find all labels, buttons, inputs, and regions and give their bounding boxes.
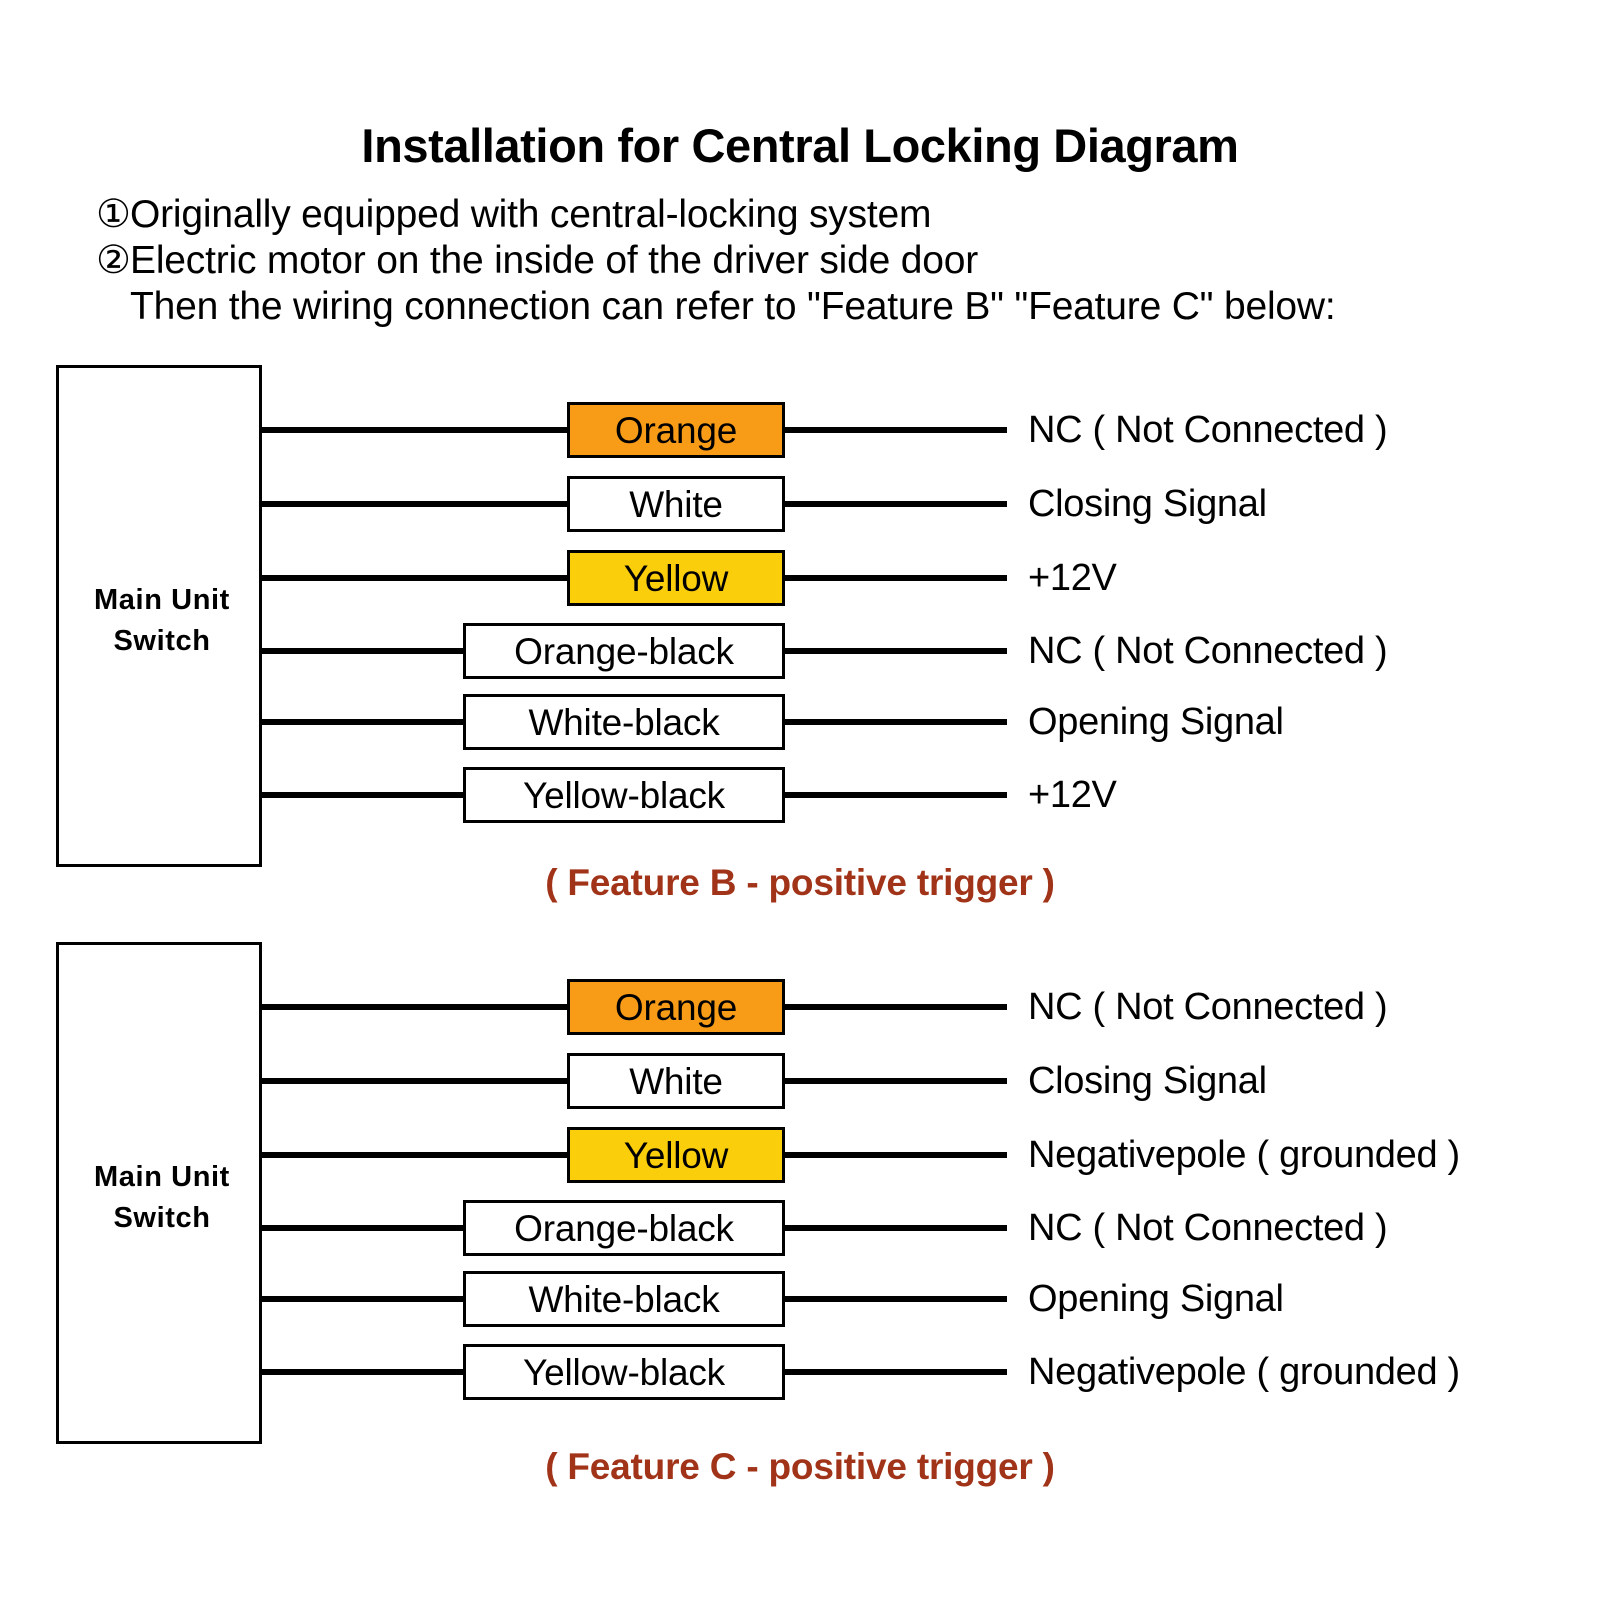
signal-label: Closing Signal <box>1028 1060 1267 1102</box>
wire-line-right <box>785 1296 1007 1302</box>
intro-line-2-text: Electric motor on the inside of the driv… <box>130 239 979 282</box>
wire-line-right <box>785 1078 1007 1084</box>
wire-color-chip: Yellow-black <box>463 1344 785 1400</box>
wire-color-chip: White-black <box>463 694 785 750</box>
intro-line-3-text: Then the wiring connection can refer to … <box>130 285 1336 328</box>
wire-color-chip: Orange-black <box>463 623 785 679</box>
signal-label: NC ( Not Connected ) <box>1028 986 1388 1028</box>
caption-feature-b: ( Feature B - positive trigger ) <box>545 862 1055 903</box>
wire-line-left <box>262 1078 567 1084</box>
wiring-block-feature-b: Main Unit Switch Orange NC ( Not Connecte… <box>0 365 1600 925</box>
signal-label: NC ( Not Connected ) <box>1028 1207 1388 1249</box>
signal-label: Opening Signal <box>1028 701 1284 743</box>
main-unit-switch-label-b: Main Unit Switch <box>59 580 265 662</box>
signal-label: Negativepole ( grounded ) <box>1028 1351 1460 1393</box>
wire-color-chip: White <box>567 476 785 532</box>
wire-line-right <box>785 1369 1007 1375</box>
intro-line-1: ①Originally equipped with central-lockin… <box>96 192 1546 238</box>
signal-label: Opening Signal <box>1028 1278 1284 1320</box>
wire-line-right <box>785 1225 1007 1231</box>
wire-line-right <box>785 719 1007 725</box>
wire-color-chip: Yellow <box>567 1127 785 1183</box>
wire-color-chip: Orange <box>567 979 785 1035</box>
circled-number-1: ① <box>96 193 131 236</box>
wire-line-right <box>785 1152 1007 1158</box>
signal-label: NC ( Not Connected ) <box>1028 630 1388 672</box>
main-unit-switch-label-line2: Switch <box>113 1202 211 1234</box>
wire-line-right <box>785 1004 1007 1010</box>
wire-line-left <box>262 427 567 433</box>
wire-line-left <box>262 1296 463 1302</box>
wire-color-chip: Orange <box>567 402 785 458</box>
wire-color-chip: White <box>567 1053 785 1109</box>
wire-line-right <box>785 792 1007 798</box>
main-unit-switch-box-b: Main Unit Switch <box>56 365 262 867</box>
signal-label: Closing Signal <box>1028 483 1267 525</box>
wire-line-right <box>785 648 1007 654</box>
signal-label: NC ( Not Connected ) <box>1028 409 1388 451</box>
wire-line-right <box>785 427 1007 433</box>
wire-color-chip: Yellow <box>567 550 785 606</box>
signal-label: +12V <box>1028 774 1117 816</box>
signal-label: +12V <box>1028 557 1117 599</box>
wire-line-left <box>262 648 463 654</box>
intro-line-2: ②Electric motor on the inside of the dri… <box>96 238 1546 284</box>
wire-line-left <box>262 1369 463 1375</box>
wire-line-right <box>785 575 1007 581</box>
wire-line-left <box>262 1152 567 1158</box>
wire-line-left <box>262 719 463 725</box>
wire-color-chip: Yellow-black <box>463 767 785 823</box>
main-unit-switch-label-line1: Main Unit <box>94 1161 230 1193</box>
wire-line-left <box>262 1225 463 1231</box>
wire-line-left <box>262 575 567 581</box>
wire-color-chip: White-black <box>463 1271 785 1327</box>
intro-text: ①Originally equipped with central-lockin… <box>96 192 1546 330</box>
wire-color-chip: Orange-black <box>463 1200 785 1256</box>
page-title: Installation for Central Locking Diagram <box>361 119 1239 172</box>
intro-line-1-text: Originally equipped with central-locking… <box>130 193 932 236</box>
circled-number-2: ② <box>96 239 131 282</box>
main-unit-switch-box-c: Main Unit Switch <box>56 942 262 1444</box>
wiring-block-feature-c: Main Unit Switch Orange NC ( Not Connecte… <box>0 942 1600 1512</box>
wire-line-left <box>262 792 463 798</box>
wire-line-left <box>262 501 567 507</box>
main-unit-switch-label-line2: Switch <box>113 625 211 657</box>
intro-line-3: Then the wiring connection can refer to … <box>96 284 1546 330</box>
signal-label: Negativepole ( grounded ) <box>1028 1134 1460 1176</box>
main-unit-switch-label-c: Main Unit Switch <box>59 1157 265 1239</box>
caption-feature-c: ( Feature C - positive trigger ) <box>545 1446 1055 1487</box>
wire-line-right <box>785 501 1007 507</box>
main-unit-switch-label-line1: Main Unit <box>94 584 230 616</box>
wire-line-left <box>262 1004 567 1010</box>
